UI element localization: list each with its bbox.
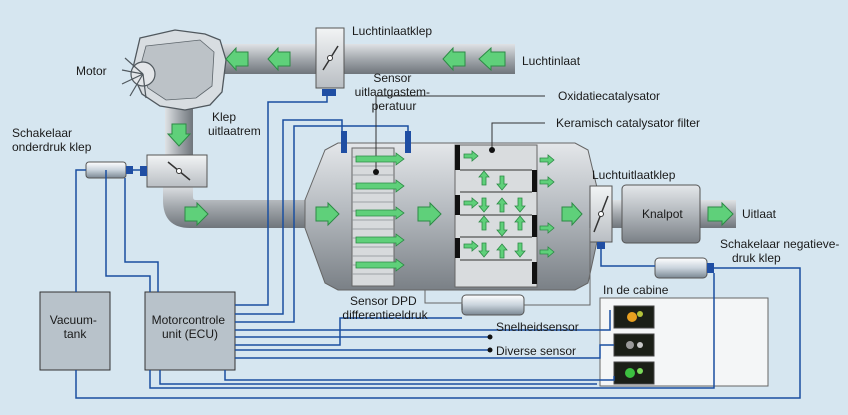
flow-arrows bbox=[166, 46, 734, 227]
arrow-intake-1 bbox=[478, 46, 506, 72]
arrow-pipe-1 bbox=[184, 201, 209, 227]
label-schakelaar-onderdruk: Schakelaar onderdruk klep bbox=[12, 126, 92, 154]
temp-sensor-2 bbox=[405, 131, 411, 153]
vacuum-switch-valve bbox=[85, 161, 133, 179]
label-diverse-sensor: Diverse sensor bbox=[496, 344, 576, 358]
arrow-intake-3 bbox=[267, 46, 291, 72]
dpd-housing bbox=[304, 142, 601, 291]
dpd-pressure-sensor bbox=[461, 294, 525, 316]
leader-lines bbox=[375, 95, 545, 310]
label-in-de-cabine: In de cabine bbox=[603, 283, 669, 297]
label-vacuumtank: Vacuum- tank bbox=[50, 313, 100, 341]
label-snelheidsensor: Snelheidsensor bbox=[496, 320, 579, 334]
intake-pipe bbox=[205, 44, 515, 74]
muffler bbox=[621, 184, 701, 244]
leader-dot-oxidation bbox=[373, 169, 379, 175]
arrow-cat-out bbox=[417, 201, 442, 227]
label-motor: Motor bbox=[76, 64, 107, 78]
motor-engine-graphic bbox=[121, 29, 227, 111]
negative-pressure-switch bbox=[654, 257, 714, 279]
label-klep-uitlaatrem: Klep uitlaatrem bbox=[208, 110, 261, 138]
vacuum-tank bbox=[39, 291, 111, 371]
filter-flow-arrows bbox=[463, 150, 555, 259]
exhaust-brake-valve bbox=[140, 154, 208, 188]
arrow-pipe-2 bbox=[315, 201, 340, 227]
pressure-lines bbox=[424, 228, 591, 306]
label-knalpot: Knalpot bbox=[642, 207, 683, 221]
label-ecu: Motorcontrole unit (ECU) bbox=[152, 313, 229, 341]
label-luchtinlaat: Luchtinlaat bbox=[522, 54, 581, 68]
arrow-down bbox=[166, 123, 192, 147]
leader-dot-diverse bbox=[487, 347, 493, 353]
arrow-intake-4 bbox=[225, 46, 249, 72]
arrow-outlet bbox=[707, 201, 734, 227]
arrow-filter-out bbox=[561, 201, 583, 227]
label-schakelaar-negatieve: Schakelaar negatieve- druk klep bbox=[720, 237, 843, 265]
label-luchtuitlaatklep: Luchtuitlaatklep bbox=[592, 168, 676, 182]
label-oxidatiecatalysator: Oxidatiecatalysator bbox=[558, 89, 660, 103]
cabin-indicators bbox=[613, 305, 655, 385]
label-sensor-dpd: Sensor DPD differentieeldruk bbox=[342, 294, 428, 322]
catalyst-flow-arrows bbox=[355, 152, 405, 272]
air-intake-valve bbox=[315, 27, 345, 96]
control-wiring bbox=[75, 96, 801, 399]
temp-sensor-1 bbox=[341, 131, 347, 153]
label-uitlaat: Uitlaat bbox=[742, 207, 777, 221]
leader-dot-filter bbox=[489, 147, 495, 153]
label-luchtinlaatklep: Luchtinlaatklep bbox=[352, 24, 432, 38]
arrow-intake-2 bbox=[442, 46, 466, 72]
label-sensor-temp: Sensor uitlaatgastem- peratuur bbox=[355, 71, 434, 113]
air-outlet-valve bbox=[589, 185, 613, 249]
ecu-box bbox=[144, 291, 236, 371]
leader-dot-snelheid bbox=[487, 334, 493, 340]
label-keramisch-filter: Keramisch catalysator filter bbox=[556, 116, 700, 130]
ceramic-filter bbox=[454, 144, 538, 288]
